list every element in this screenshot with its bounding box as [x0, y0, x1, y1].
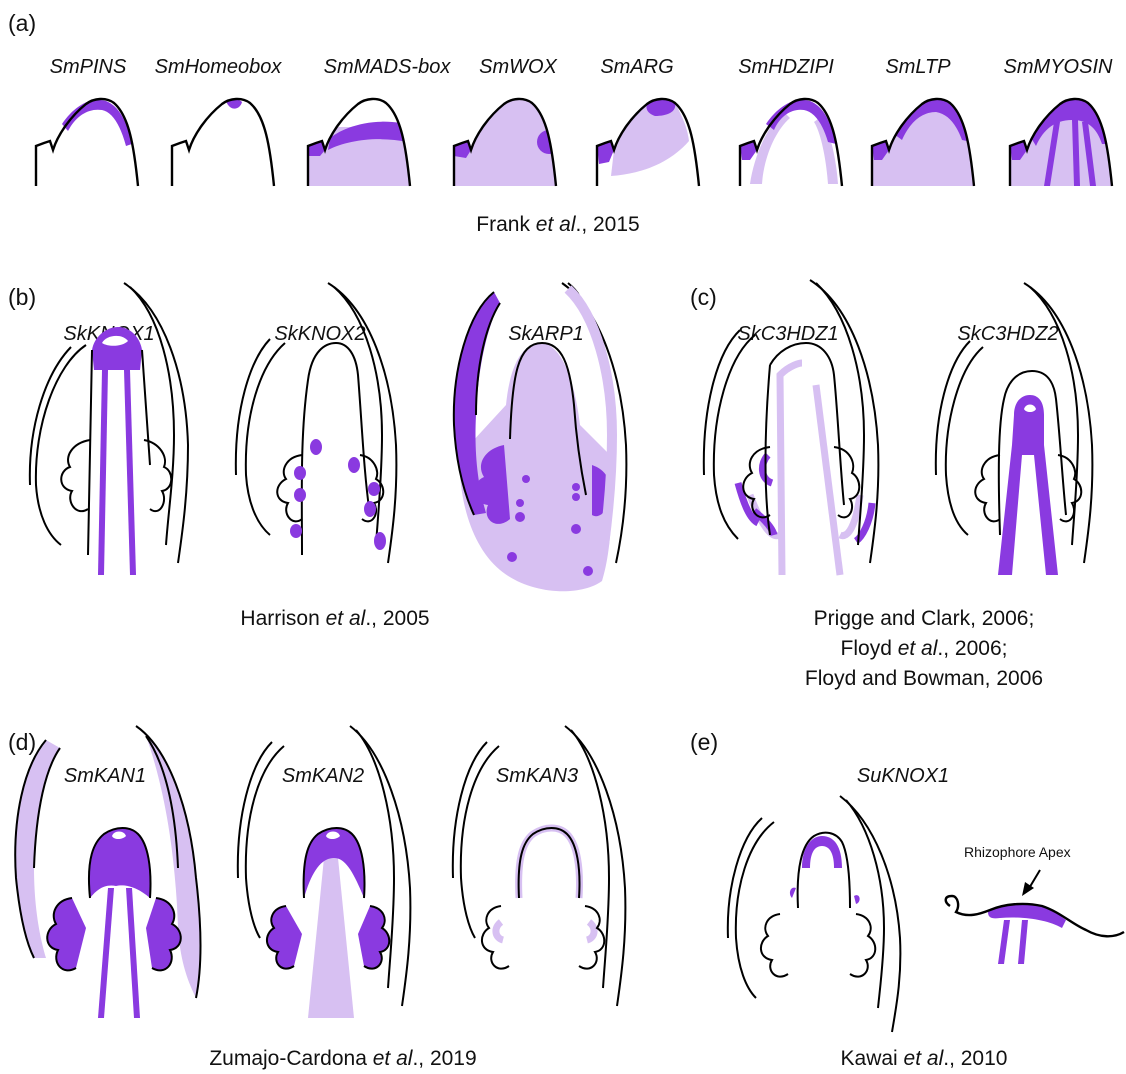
rhizophore-diagram — [946, 896, 1124, 964]
apex-skknox2 — [236, 283, 397, 563]
apex-smkan1 — [15, 726, 200, 1018]
apex-skc3hdz1 — [704, 280, 879, 575]
apex-smwox — [454, 91, 561, 186]
apex-smhomeobox — [172, 99, 274, 186]
apex-smhdzipi — [740, 99, 842, 186]
apex-skc3hdz2 — [936, 283, 1093, 575]
apex-smkan2 — [238, 726, 411, 1018]
apex-smkan3 — [453, 726, 626, 1006]
apex-smmads-box — [308, 91, 413, 186]
apex-skarp1 — [454, 283, 627, 591]
apex-suknox1 — [728, 796, 901, 1032]
apex-smpins — [36, 99, 138, 186]
apex-smarg — [597, 99, 699, 186]
arrow-icon — [1022, 870, 1040, 896]
apex-smltp — [872, 91, 977, 186]
apex-smmyosin — [1010, 91, 1115, 186]
apex-skknox1 — [30, 283, 188, 575]
